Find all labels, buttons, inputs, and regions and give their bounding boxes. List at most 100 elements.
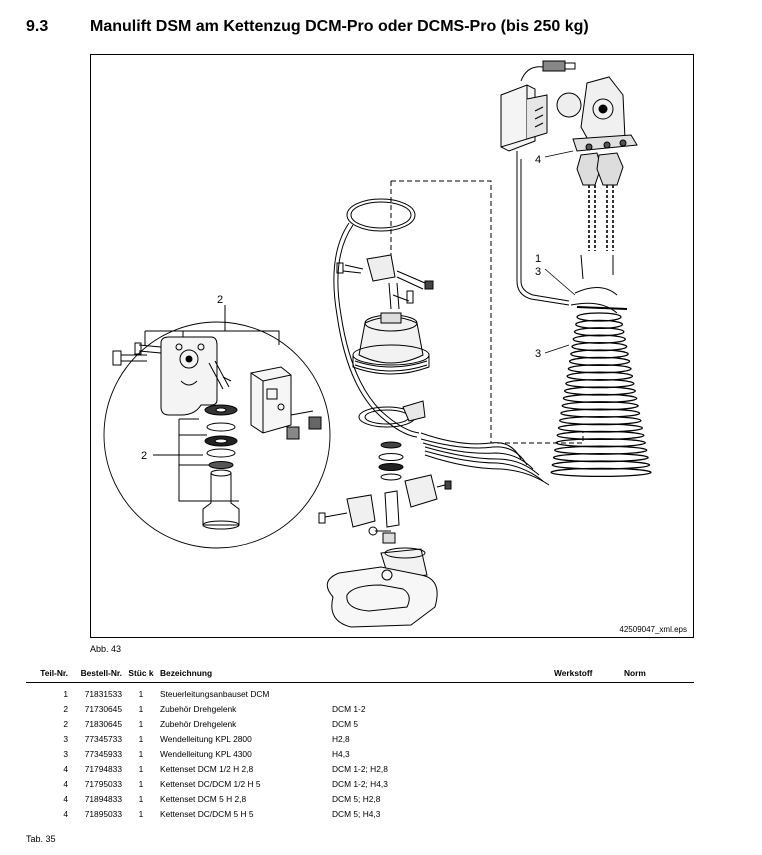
cell-werkstoff xyxy=(552,792,622,807)
cell-werkstoff xyxy=(552,777,622,792)
cell-teil-nr: 4 xyxy=(63,779,68,789)
spiral-cable-coil xyxy=(550,312,652,478)
cell-teil-nr: 4 xyxy=(63,794,68,804)
cell-norm xyxy=(622,747,694,762)
cell-bezeichnung: Steuerleitungsanbauset DCM xyxy=(160,689,270,699)
cell-werkstoff xyxy=(552,762,622,777)
cell-bezeichnung: Zubehör Drehgelenk xyxy=(160,719,237,729)
cell-stueck: 1 xyxy=(138,794,144,804)
col-teil-nr: Teil-Nr. xyxy=(40,668,68,678)
cell-bezeichnung: Kettenset DCM 1/2 H 2,8 xyxy=(160,764,254,774)
cell-norm xyxy=(622,807,694,822)
cell-spec: H2,8 xyxy=(332,734,350,744)
callout-4: 4 xyxy=(535,154,541,166)
cell-norm xyxy=(622,683,694,703)
cell-teil-nr: 2 xyxy=(63,719,68,729)
table-row: 2 71830645 1 Zubehör Drehgelenk DCM 5 xyxy=(26,717,694,732)
cell-bezeichnung: Wendelleitung KPL 4300 xyxy=(160,749,252,759)
cell-bestell-nr: 71794833 xyxy=(84,764,122,774)
table-row: 2 71730645 1 Zubehör Drehgelenk DCM 1-2 xyxy=(26,702,694,717)
cell-bezeichnung: Zubehör Drehgelenk xyxy=(160,704,237,714)
cell-stueck: 1 xyxy=(138,689,144,699)
cell-bezeichnung: Kettenset DC/DCM 1/2 H 5 xyxy=(160,779,261,789)
cell-teil-nr: 1 xyxy=(63,689,68,699)
table-row: 3 77345933 1 Wendelleitung KPL 4300 H4,3 xyxy=(26,747,694,762)
cell-spec xyxy=(330,683,552,703)
cell-spec: DCM 1-2; H2,8 xyxy=(332,764,388,774)
detail-swivel-circle xyxy=(103,305,331,549)
table-row: 4 71894833 1 Kettenset DCM 5 H 2,8 DCM 5; H2… xyxy=(26,792,694,807)
cell-werkstoff xyxy=(552,747,622,762)
cell-spec: H4,3 xyxy=(332,749,350,759)
cell-spec: DCM 5; H2,8 xyxy=(332,794,381,804)
cell-stueck: 1 xyxy=(138,809,144,819)
cell-bestell-nr: 71831533 xyxy=(84,689,122,699)
cell-norm xyxy=(622,717,694,732)
callout-3-upper: 3 xyxy=(535,266,541,278)
cell-bestell-nr: 77345933 xyxy=(84,749,122,759)
exploded-view-figure: 2 2 4 1 3 3 42509047_xml.eps xyxy=(90,54,694,638)
figure-caption: Abb. 43 xyxy=(90,644,122,654)
cell-norm xyxy=(622,777,694,792)
callout-2-top: 2 xyxy=(217,294,223,306)
cell-stueck: 1 xyxy=(138,764,144,774)
col-spec xyxy=(330,666,552,683)
section-number: 9.3 xyxy=(26,18,49,35)
cell-teil-nr: 2 xyxy=(63,704,68,714)
cell-bezeichnung: Wendelleitung KPL 2800 xyxy=(160,734,252,744)
cell-norm xyxy=(622,702,694,717)
cell-norm xyxy=(622,732,694,747)
cell-stueck: 1 xyxy=(138,779,144,789)
section-title: Manulift DSM am Kettenzug DCM-Pro oder D… xyxy=(90,18,589,35)
cell-werkstoff xyxy=(552,702,622,717)
col-werkstoff: Werkstoff xyxy=(554,668,593,678)
cell-bestell-nr: 71894833 xyxy=(84,794,122,804)
cell-norm xyxy=(622,792,694,807)
cell-stueck: 1 xyxy=(138,704,144,714)
cell-bezeichnung: Kettenset DC/DCM 5 H 5 xyxy=(160,809,254,819)
cell-teil-nr: 4 xyxy=(63,764,68,774)
cell-werkstoff xyxy=(552,717,622,732)
cell-bestell-nr: 71830645 xyxy=(84,719,122,729)
callout-leaders xyxy=(159,150,576,456)
cell-teil-nr: 3 xyxy=(63,734,68,744)
table-row: 4 71795033 1 Kettenset DC/DCM 1/2 H 5 DCM 1-… xyxy=(26,777,694,792)
hoist-assembly xyxy=(500,60,638,314)
col-stueck: Stüc k xyxy=(128,668,154,678)
cell-bestell-nr: 71795033 xyxy=(84,779,122,789)
cell-stueck: 1 xyxy=(138,719,144,729)
cell-bestell-nr: 71895033 xyxy=(84,809,122,819)
cell-stueck: 1 xyxy=(138,749,144,759)
cell-spec: DCM 1-2 xyxy=(332,704,366,714)
exploded-view-drawing: 2 2 4 1 3 3 xyxy=(103,60,652,628)
cell-werkstoff xyxy=(552,683,622,703)
coil-turn xyxy=(550,467,652,478)
cell-bestell-nr: 71730645 xyxy=(84,704,122,714)
centre-assembly xyxy=(318,198,550,628)
col-bezeichnung: Bezeichnung xyxy=(160,668,213,678)
table-row: 1 71831533 1 Steuerleitungsanbauset DCM xyxy=(26,683,694,703)
callout-1: 1 xyxy=(535,253,541,265)
cell-spec: DCM 5; H4,3 xyxy=(332,809,381,819)
callout-3-lower: 3 xyxy=(535,348,541,360)
cell-norm xyxy=(622,762,694,777)
cell-spec: DCM 5 xyxy=(332,719,359,729)
cell-bestell-nr: 77345733 xyxy=(84,734,122,744)
table-row: 4 71895033 1 Kettenset DC/DCM 5 H 5 DCM 5; H… xyxy=(26,807,694,822)
cell-teil-nr: 4 xyxy=(63,809,68,819)
table-header-row: Teil-Nr. Bestell-Nr. Stüc k Bezeichnung … xyxy=(26,666,694,683)
cell-werkstoff xyxy=(552,732,622,747)
callout-2-left: 2 xyxy=(141,450,147,462)
table-row: 3 77345733 1 Wendelleitung KPL 2800 H2,8 xyxy=(26,732,694,747)
figure-filename: 42509047_xml.eps xyxy=(619,625,687,634)
cell-teil-nr: 3 xyxy=(63,749,68,759)
col-norm: Norm xyxy=(624,668,646,678)
table-row: 4 71794833 1 Kettenset DCM 1/2 H 2,8 DCM 1-2… xyxy=(26,762,694,777)
parts-table: Teil-Nr. Bestell-Nr. Stüc k Bezeichnung … xyxy=(26,666,694,822)
cell-bezeichnung: Kettenset DCM 5 H 2,8 xyxy=(160,794,247,804)
table-caption: Tab. 35 xyxy=(26,834,56,844)
cell-spec: DCM 1-2; H4,3 xyxy=(332,779,388,789)
col-bestell-nr: Bestell-Nr. xyxy=(80,668,122,678)
cell-werkstoff xyxy=(552,807,622,822)
cell-stueck: 1 xyxy=(138,734,144,744)
